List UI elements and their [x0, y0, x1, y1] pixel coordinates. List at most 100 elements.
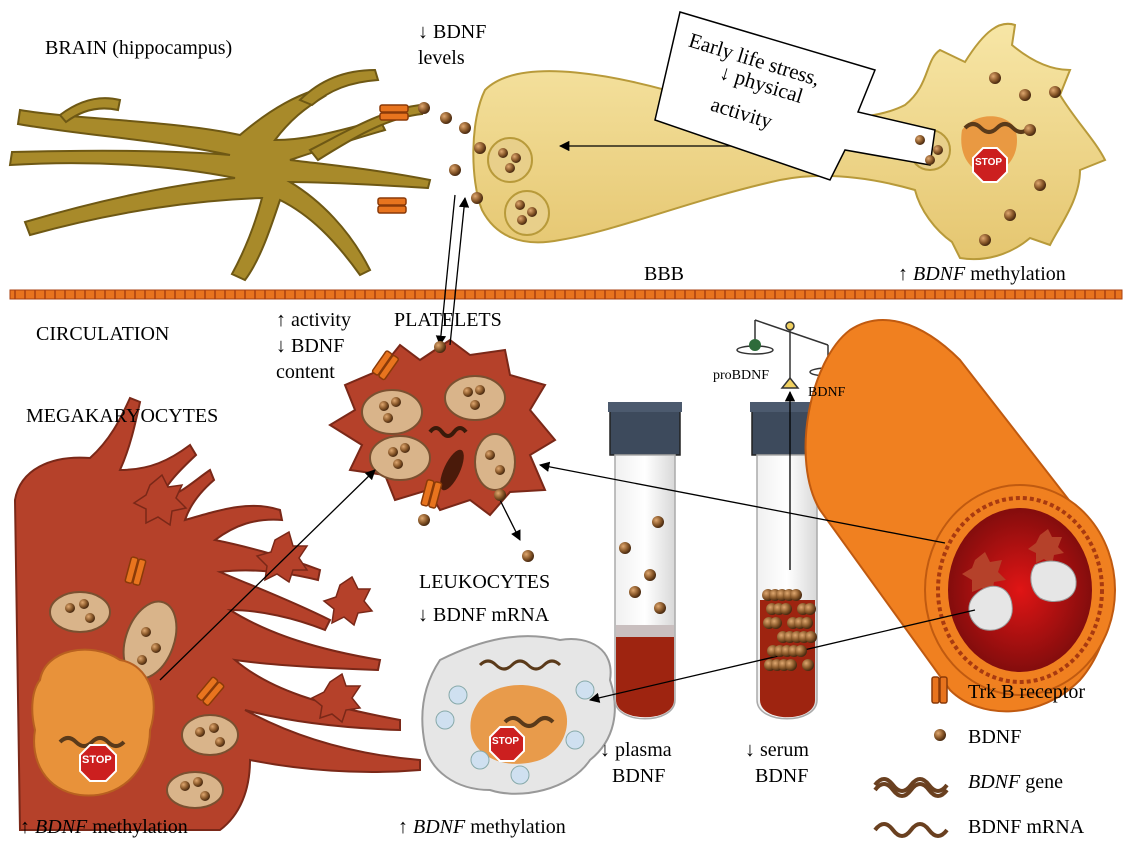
bdnf-ball-icon — [449, 164, 461, 176]
bdnf-ball-icon — [418, 514, 430, 526]
legend-gene-label: BDNF gene — [968, 770, 1063, 794]
bdnf-ball-icon — [804, 603, 816, 615]
bdnf-ball-icon — [193, 777, 203, 787]
label-plasma-1: ↓ plasma — [600, 738, 672, 762]
bdnf-ball-icon — [522, 550, 534, 562]
bdnf-ball-icon — [934, 729, 946, 741]
label-probdnf: proBDNF — [713, 368, 769, 384]
stop-label: STOP — [82, 754, 112, 766]
label-leuk-methylation: ↑ BDNF methylation — [398, 815, 566, 839]
label-circulation: CIRCULATION — [36, 322, 169, 346]
bdnf-ball-icon — [440, 112, 452, 124]
methylation-arrow: ↑ — [20, 816, 30, 838]
bdnf-ball-icon — [1034, 179, 1046, 191]
bdnf-ball-icon — [471, 192, 483, 204]
bdnf-ball-icon — [505, 163, 515, 173]
bdnf-ball-icon — [805, 631, 817, 643]
bdnf-ball-icon — [654, 602, 666, 614]
bdnf-ball-icon — [802, 659, 814, 671]
dark-neuron — [10, 70, 430, 280]
legend-trkb-label: Trk B receptor — [968, 680, 1085, 704]
bdnf-ball-icon — [644, 569, 656, 581]
legend-gene-name: BDNF — [968, 771, 1020, 793]
bdnf-ball-icon — [785, 659, 797, 671]
methylation-word: methylation — [970, 263, 1066, 285]
bdnf-ball-icon — [400, 443, 410, 453]
bdnf-ball-icon — [979, 234, 991, 246]
legend-gene-icon — [875, 779, 947, 796]
bdnf-ball-icon — [393, 459, 403, 469]
methylation-arrow: ↑ — [898, 263, 908, 285]
legend-gene-suffix: gene — [1025, 771, 1063, 793]
bdnf-ball-icon — [652, 516, 664, 528]
leukocyte — [422, 636, 615, 794]
bdnf-ball-icon — [915, 135, 925, 145]
methylation-word: methylation — [92, 816, 188, 838]
bdnf-ball-icon — [463, 387, 473, 397]
label-bdnf-levels-word: levels — [418, 46, 465, 70]
bdnf-ball-icon — [474, 142, 486, 154]
bdnf-ball-icon — [215, 737, 225, 747]
bdnf-ball-icon — [79, 599, 89, 609]
label-serum-2: BDNF — [755, 764, 808, 788]
label-brain: BRAIN (hippocampus) — [45, 36, 232, 60]
label-mk-methylation: ↑ BDNF methylation — [20, 815, 188, 839]
bdnf-ball-icon — [801, 617, 813, 629]
bdnf-ball-icon — [388, 447, 398, 457]
label-plasma-2: BDNF — [612, 764, 665, 788]
bdnf-ball-icon — [85, 613, 95, 623]
bdnf-ball-icon — [1049, 86, 1061, 98]
label-bdnf-levels-arrow: ↓ BDNF — [418, 20, 486, 44]
label-brain-methylation: ↑ BDNF methylation — [898, 262, 1066, 286]
stop-label: STOP — [975, 157, 1002, 168]
platelet — [330, 340, 555, 515]
legend-mrna-icon — [875, 824, 947, 836]
bdnf-ball-icon — [619, 542, 631, 554]
bdnf-ball-icon — [379, 401, 389, 411]
bdnf-ball-icon — [195, 727, 205, 737]
bdnf-ball-icon — [459, 122, 471, 134]
label-bbb: BBB — [644, 262, 684, 286]
bdnf-ball-icon — [485, 450, 495, 460]
bdnf-ball-icon — [141, 627, 151, 637]
label-leukocytes: LEUKOCYTES — [419, 570, 550, 594]
bdnf-ball-icon — [925, 155, 935, 165]
bdnf-ball-icon — [180, 781, 190, 791]
bdnf-ball-icon — [498, 148, 508, 158]
label-platelets: PLATELETS — [394, 308, 502, 332]
bdnf-ball-icon — [470, 400, 480, 410]
bdnf-ball-icon — [790, 589, 802, 601]
legend-bdnf-label: BDNF — [968, 725, 1021, 749]
label-activity-3: content — [276, 360, 335, 384]
bdnf-ball-icon — [795, 645, 807, 657]
bdnf-ball-icon — [151, 643, 161, 653]
label-serum-1: ↓ serum — [745, 738, 809, 762]
bdnf-ball-icon — [1019, 89, 1031, 101]
methylation-arrow: ↑ — [398, 816, 408, 838]
blood-vessel — [806, 320, 1115, 711]
bdnf-ball-icon — [383, 413, 393, 423]
bdnf-ball-icon — [527, 207, 537, 217]
legend-mrna-label: BDNF mRNA — [968, 815, 1084, 839]
label-activity-1: ↑ activity — [276, 308, 351, 332]
bdnf-ball-icon — [933, 145, 943, 155]
methylation-word: methylation — [470, 816, 566, 838]
bdnf-ball-icon — [515, 200, 525, 210]
bdnf-ball-icon — [475, 385, 485, 395]
bdnf-ball-icon — [137, 655, 147, 665]
bdnf-ball-icon — [495, 465, 505, 475]
bdnf-ball-icon — [770, 617, 782, 629]
bdnf-ball-icon — [517, 215, 527, 225]
bdnf-ball-icon — [511, 153, 521, 163]
bdnf-ball-icon — [494, 489, 506, 501]
bdnf-ball-icon — [629, 586, 641, 598]
label-balance-bdnf: BDNF — [808, 385, 845, 401]
bdnf-ball-icon — [209, 723, 219, 733]
bdnf-ball-icon — [780, 603, 792, 615]
bdnf-ball-icon — [391, 397, 401, 407]
plasma-tube — [608, 402, 682, 719]
bdnf-ball-icon — [989, 72, 1001, 84]
bdnf-ball-icon — [418, 102, 430, 114]
bdnf-ball-icon — [1004, 209, 1016, 221]
methylation-gene: BDNF — [35, 816, 87, 838]
